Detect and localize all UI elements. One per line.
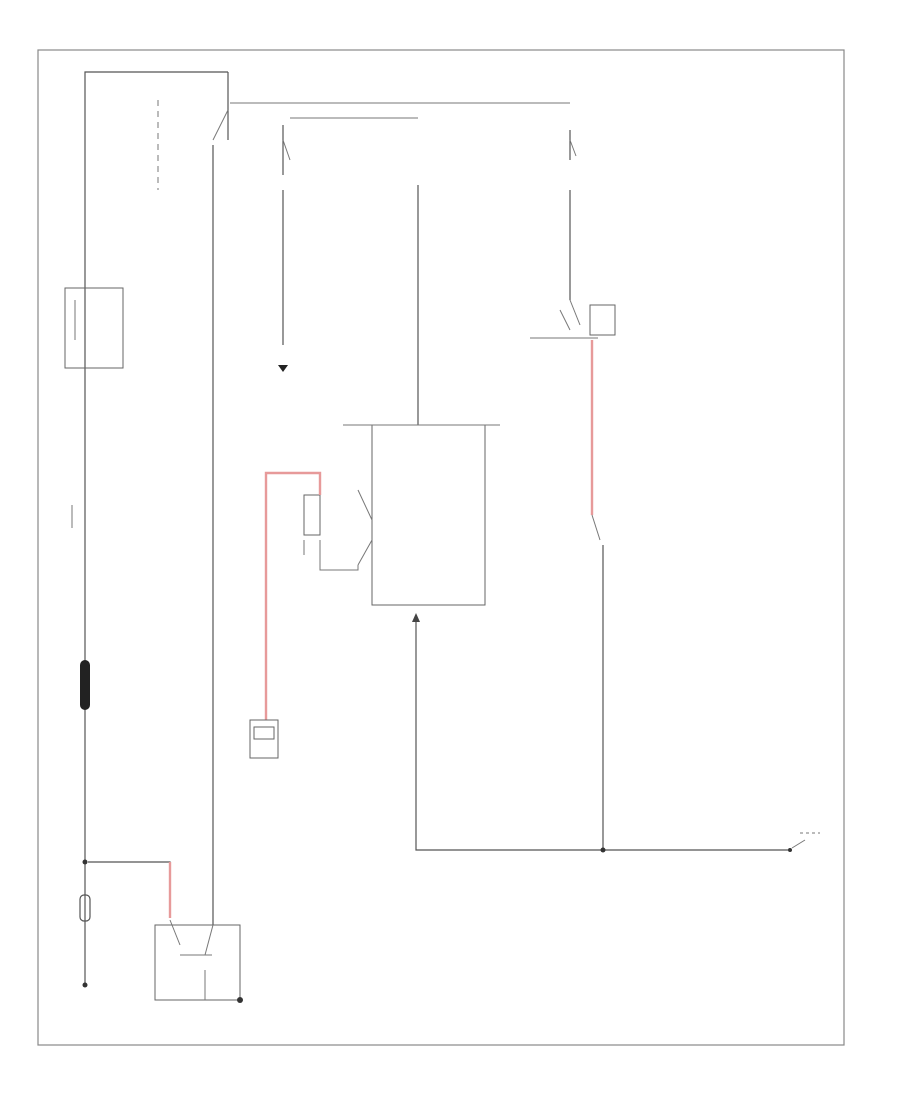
right-switch-box [589,304,616,336]
pink-feed-wire [264,471,322,720]
right-column-circuit [530,130,616,853]
battery-symbol [79,894,91,922]
module-coil [303,494,321,536]
fusible-link-shape [80,660,90,710]
left-main-wire [84,71,228,860]
right-lower-switch [591,514,601,541]
module-coil-wire [319,540,359,571]
starter-circuit [88,861,243,1003]
module-output-arrow [412,613,420,622]
bottom-right-switch [788,832,820,852]
col2-diode [278,365,288,372]
bottom-right-terminal [788,848,792,852]
connector-box-inner [253,726,275,740]
right-switch-arm2 [559,309,571,331]
starter-ground-dot [237,997,243,1003]
right-junction-dot [600,847,606,853]
control-module-outline [371,425,486,606]
right-col-switch [569,139,577,157]
bottom-right-switch-arm [791,839,806,849]
module-relay-line2 [357,539,373,566]
second-column-circuit [278,125,291,372]
starter-switch1 [169,919,181,946]
left-power-circuit [64,71,228,988]
starter-housing [154,924,241,1001]
module-output-wire [415,615,788,851]
col2-switch [282,139,291,161]
fuse-box-outline [64,287,124,369]
diagram-border [37,49,845,1046]
battery-terminal-dot [82,859,88,865]
right-switch-arm1 [569,299,581,326]
connector-box-outline [249,719,279,759]
relay-switch-arm [212,109,229,141]
starter-switch2 [204,924,214,956]
module-relay-line1 [357,489,373,521]
ground-dot [82,982,88,988]
control-module [264,424,788,851]
connector-box [249,719,279,759]
ignition-relay-area [157,72,570,925]
battery-to-starter [88,861,171,875]
